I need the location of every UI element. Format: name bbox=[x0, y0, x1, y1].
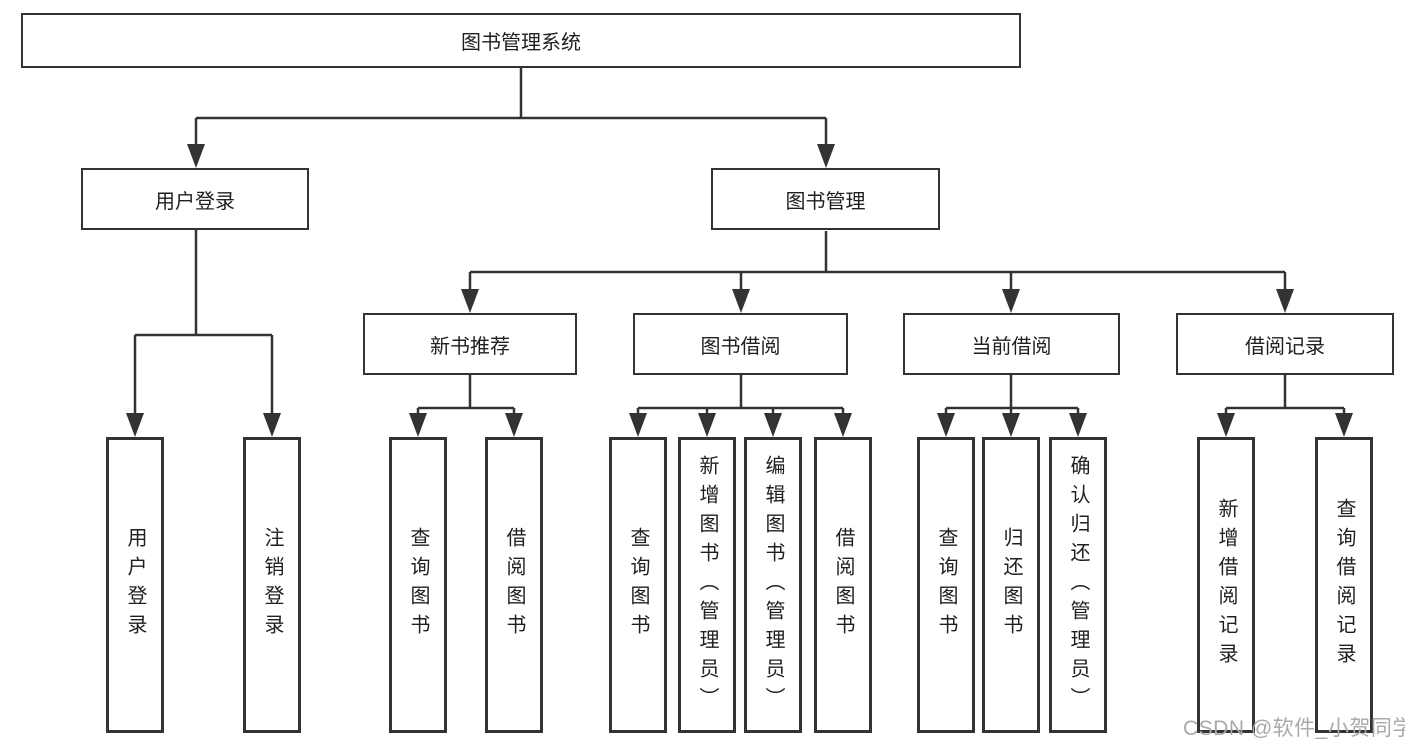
connector-current-borrow bbox=[937, 375, 1087, 437]
watermark: CSDN @软件_小贺同学 bbox=[1183, 717, 1405, 740]
node-current-borrow: 当前借阅 bbox=[903, 313, 1120, 375]
leaf-label: 新增借阅记录 bbox=[1215, 498, 1237, 672]
leaf-label: 注销登录 bbox=[261, 527, 283, 643]
connector-book-management bbox=[461, 231, 1294, 313]
leaf-label: 查询借阅记录 bbox=[1333, 498, 1355, 672]
node-borrow-records-label: 借阅记录 bbox=[1245, 335, 1325, 358]
node-borrow-records: 借阅记录 bbox=[1176, 313, 1394, 375]
leaf-label: 查询图书 bbox=[935, 527, 957, 643]
leaf-label: 查询图书 bbox=[627, 527, 649, 643]
leaf-borrow-books-1: 借阅图书 bbox=[485, 437, 543, 733]
leaf-user-login: 用户登录 bbox=[106, 437, 164, 733]
connector-borrow-records bbox=[1217, 375, 1353, 437]
node-book-management: 图书管理 bbox=[711, 168, 940, 230]
leaf-edit-books-admin: 编辑图书（管理员） bbox=[744, 437, 802, 733]
connector-root bbox=[187, 68, 835, 168]
leaf-label: 用户登录 bbox=[124, 527, 146, 643]
node-book-borrow: 图书借阅 bbox=[633, 313, 848, 375]
leaf-borrow-books-2: 借阅图书 bbox=[814, 437, 872, 733]
node-book-borrow-label: 图书借阅 bbox=[700, 335, 781, 358]
leaf-label: 编辑图书（管理员） bbox=[762, 454, 784, 716]
leaf-label: 借阅图书 bbox=[832, 527, 854, 643]
connector-user-login bbox=[126, 230, 281, 437]
leaf-label: 归还图书 bbox=[1000, 527, 1022, 643]
node-user-login-label: 用户登录 bbox=[155, 190, 235, 213]
leaf-logout: 注销登录 bbox=[243, 437, 301, 733]
node-root-label: 图书管理系统 bbox=[461, 32, 581, 54]
leaf-label: 借阅图书 bbox=[503, 527, 525, 643]
leaf-query-borrow-record: 查询借阅记录 bbox=[1315, 437, 1373, 733]
leaf-label: 确认归还（管理员） bbox=[1067, 454, 1089, 716]
node-new-book-recommend-label: 新书推荐 bbox=[430, 335, 510, 358]
node-root: 图书管理系统 bbox=[21, 13, 1021, 68]
leaf-confirm-return-admin: 确认归还（管理员） bbox=[1049, 437, 1107, 733]
leaf-query-books-1: 查询图书 bbox=[389, 437, 447, 733]
leaf-return-books: 归还图书 bbox=[982, 437, 1040, 733]
node-user-login: 用户登录 bbox=[81, 168, 309, 230]
node-book-management-label: 图书管理 bbox=[785, 190, 866, 213]
leaf-query-books-2: 查询图书 bbox=[609, 437, 667, 733]
leaf-label: 查询图书 bbox=[407, 527, 429, 643]
leaf-add-books-admin: 新增图书（管理员） bbox=[678, 437, 736, 733]
leaf-label: 新增图书（管理员） bbox=[696, 454, 718, 716]
node-current-borrow-label: 当前借阅 bbox=[971, 335, 1052, 358]
leaf-query-books-3: 查询图书 bbox=[917, 437, 975, 733]
node-new-book-recommend: 新书推荐 bbox=[363, 313, 577, 375]
connector-book-borrow bbox=[629, 375, 852, 437]
connector-new-book bbox=[409, 375, 523, 437]
leaf-add-borrow-record: 新增借阅记录 bbox=[1197, 437, 1255, 733]
